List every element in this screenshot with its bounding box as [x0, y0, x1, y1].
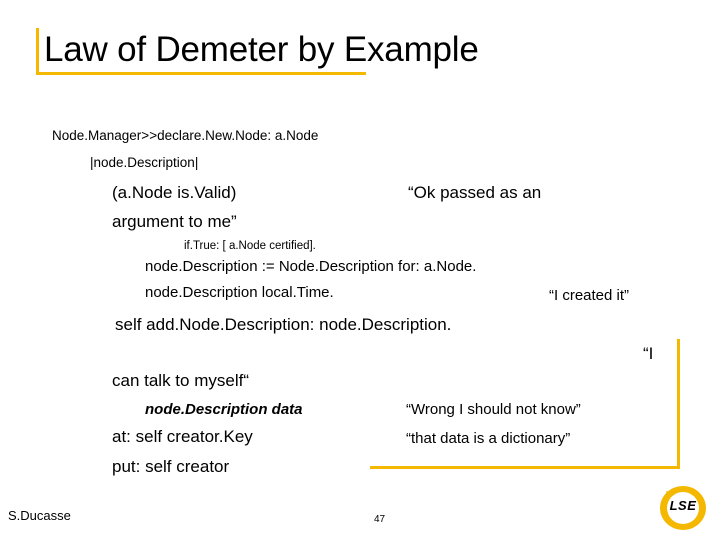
- comment-that-data-is-a-dictionary: “that data is a dictionary”: [406, 430, 571, 447]
- page-number: 47: [374, 514, 386, 525]
- author-label: S.Ducasse: [8, 508, 71, 523]
- comment-ok-passed-line1: “Ok passed as an: [408, 183, 542, 202]
- comment-i-can-talk-line2: can talk to myself“: [112, 371, 249, 390]
- code-line-node-description-localtime: node.Description local.Time.: [145, 284, 334, 301]
- code-line-iftrue-block: if.True: [ a.Node certified].: [184, 240, 316, 252]
- accent-rule-right: [677, 339, 680, 469]
- code-line-method-signature: Node.Manager>>declare.New.Node: a.Node: [52, 128, 319, 143]
- title-accent-underline: [36, 72, 366, 75]
- code-line-put-self-creator: put: self creator: [112, 457, 230, 476]
- comment-ok-passed-line2: argument to me”: [112, 212, 237, 231]
- logo-inner-circle: [667, 492, 699, 524]
- code-line-self-add-node-description: self add.Node.Description: node.Descript…: [115, 315, 452, 334]
- code-line-is-valid-check: (a.Node is.Valid): [112, 183, 237, 202]
- code-line-node-description-assign: node.Description := Node.Description for…: [145, 258, 477, 275]
- code-line-temp-declaration: |node.Description|: [90, 155, 199, 170]
- comment-i-created-it: “I created it”: [549, 287, 630, 304]
- comment-wrong-should-not-know: “Wrong I should not know”: [406, 401, 581, 418]
- code-line-node-description-data: node.Description data: [145, 401, 303, 418]
- page-title: Law of Demeter by Example: [44, 30, 479, 69]
- accent-rule-bottom: [370, 466, 680, 469]
- logo-text: LSE: [669, 498, 697, 513]
- comment-i-can-talk-line1: “I: [643, 344, 654, 363]
- code-line-at-self-creator-key: at: self creator.Key: [112, 427, 253, 446]
- lse-logo: LSE: [660, 486, 706, 532]
- title-accent-bar-vertical: [36, 28, 39, 75]
